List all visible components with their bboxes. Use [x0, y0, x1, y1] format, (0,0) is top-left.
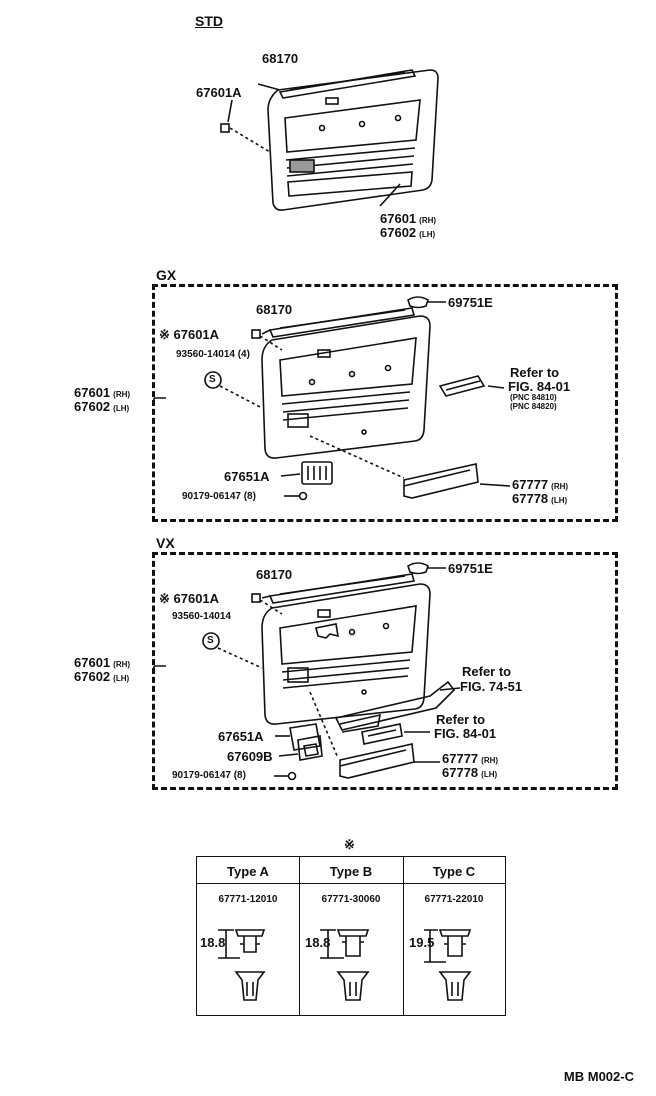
- figure-code: MB M002-C: [563, 1069, 634, 1084]
- gx-label-93560: 93560-14014 (4): [176, 349, 250, 360]
- vx-label-68170: 68170: [256, 567, 293, 582]
- vx-label-67601A: ※ 67601A: [159, 591, 220, 606]
- gx-label-67602: 67602(LH): [74, 399, 130, 414]
- std-label-67601: 67601(RH): [380, 211, 437, 226]
- vx-label-67651A: 67651A: [218, 729, 264, 744]
- vx-label-67601: 67601(RH): [74, 655, 131, 670]
- gx-armrest-67777: [403, 463, 479, 499]
- gx-group-box: [152, 284, 618, 522]
- vx-label-93560: 93560-14014: [172, 611, 231, 622]
- gx-label-67601A: ※ 67601A: [159, 327, 220, 342]
- gx-pnc-1: (PNC 84810): [510, 393, 557, 402]
- gx-door-panel: [261, 315, 431, 459]
- gx-label-67601: 67601(RH): [74, 385, 131, 400]
- vx-door-panel: [261, 583, 431, 725]
- vx-label-67602: 67602(LH): [74, 669, 130, 684]
- vx-clip-67601A: [251, 593, 283, 615]
- type-a-clip: [218, 929, 266, 1001]
- gx-label-90179: 90179-06147 (8): [182, 491, 256, 502]
- std-label-67601A: 67601A: [196, 85, 242, 100]
- type-c-part: 67771-22010: [424, 894, 484, 905]
- type-b-clip: [320, 929, 370, 1001]
- vx-label-67777: 67777(RH): [442, 751, 499, 766]
- vx-weatherstrip-68170: [268, 573, 416, 604]
- std-label-68170: 68170: [262, 51, 299, 66]
- table-col-divider-1: [299, 857, 300, 1015]
- vx-group-box: [152, 552, 618, 790]
- gx-weatherstrip-68170: [268, 307, 416, 338]
- vx-referB-line2: FIG. 84-01: [434, 726, 497, 741]
- vx-cap-69751E: [407, 562, 429, 575]
- std-weatherstrip-68170: [278, 69, 417, 99]
- table-col-divider-2: [403, 857, 404, 1015]
- gx-pnc-2: (PNC 84820): [510, 402, 557, 411]
- vx-referA-line2: FIG. 74-51: [460, 679, 523, 694]
- gx-title: GX: [156, 267, 177, 283]
- vx-screw-90179: [287, 771, 297, 781]
- vx-referB-line1: Refer to: [436, 712, 486, 727]
- vx-s-symbol: S: [207, 635, 214, 646]
- vx-switch-67651A: [289, 723, 321, 751]
- clip-type-table: Type A Type B Type C 67771-12010 67771-3…: [196, 856, 506, 1016]
- type-c-name: Type C: [432, 864, 476, 879]
- vx-grille-refer: [361, 723, 403, 745]
- vx-label-69751E: 69751E: [448, 561, 493, 576]
- gx-label-67778: 67778(LH): [512, 491, 568, 506]
- vx-label-90179: 90179-06147 (8): [172, 770, 246, 781]
- gx-screw-90179: [298, 491, 308, 501]
- gx-s-symbol: S: [209, 374, 216, 385]
- gx-clip-67601A: [251, 329, 283, 351]
- table-mark: ※: [344, 837, 355, 852]
- gx-label-67777: 67777(RH): [512, 477, 569, 492]
- gx-cap-69751E: [407, 296, 429, 309]
- std-title: STD: [195, 13, 223, 29]
- vx-referA-line1: Refer to: [462, 664, 512, 679]
- std-label-67602: 67602(LH): [380, 225, 436, 240]
- type-b-dim: 18.8: [305, 935, 331, 950]
- gx-switch-67651A: [301, 461, 333, 485]
- type-c-clip: [424, 929, 472, 1001]
- gx-label-69751E: 69751E: [448, 295, 493, 310]
- type-b-part: 67771-30060: [321, 894, 381, 905]
- vx-label-67609B: 67609B: [227, 749, 273, 764]
- type-a-part: 67771-12010: [218, 894, 278, 905]
- gx-label-67651A: 67651A: [224, 469, 270, 484]
- gx-label-68170: 68170: [256, 302, 293, 317]
- table-header-rule: [197, 883, 505, 884]
- vx-switch-67609B: [297, 735, 323, 761]
- gx-grille-refer: [438, 375, 486, 397]
- gx-refer-line1: Refer to: [510, 365, 560, 380]
- vx-pull-handle: [334, 680, 456, 733]
- type-c-dim: 19.5: [409, 935, 435, 950]
- std-clip-67601A: [220, 123, 271, 153]
- type-a-name: Type A: [227, 864, 269, 879]
- std-door-panel: [267, 69, 439, 211]
- gx-refer-line2: FIG. 84-01: [508, 379, 571, 394]
- type-a-dim: 18.8: [200, 935, 226, 950]
- vx-armrest-67777: [339, 743, 415, 779]
- vx-label-67778: 67778(LH): [442, 765, 498, 780]
- type-b-name: Type B: [329, 864, 373, 879]
- vx-title: VX: [156, 535, 175, 551]
